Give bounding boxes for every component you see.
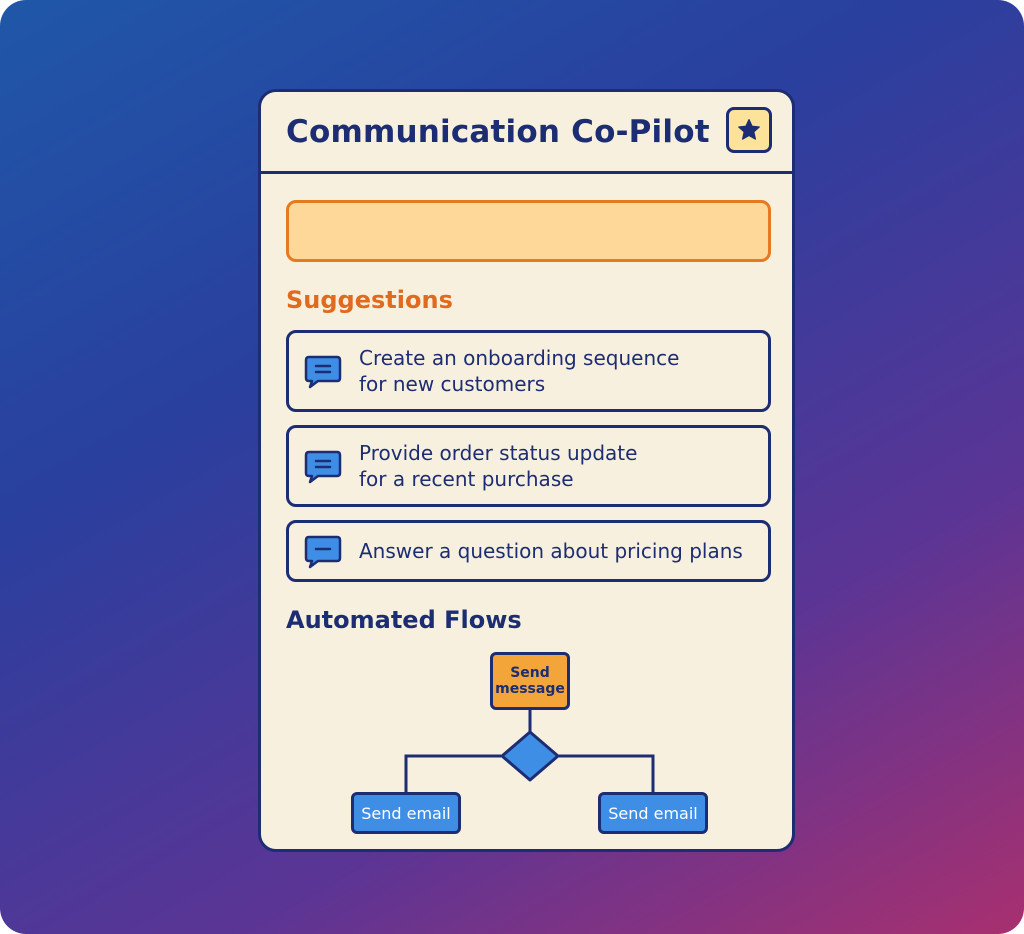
- suggestion-order-status[interactable]: Provide order status update for a recent…: [286, 425, 771, 507]
- prompt-input[interactable]: [286, 200, 771, 262]
- panel-header: Communication Co-Pilot: [261, 92, 792, 174]
- app-title: Communication Co-Pilot: [286, 114, 710, 150]
- suggestion-label: Create an onboarding sequence for new cu…: [359, 346, 680, 396]
- favorite-button[interactable]: [726, 107, 772, 153]
- flow-node-send-email-right[interactable]: Send email: [598, 792, 708, 834]
- suggestion-pricing[interactable]: Answer a question about pricing plans: [286, 520, 771, 582]
- suggestion-label: Provide order status update for a recent…: [359, 441, 638, 491]
- flow-node-label: Send message: [495, 665, 565, 697]
- suggestions-heading: Suggestions: [286, 286, 453, 314]
- star-icon: [738, 119, 760, 140]
- flow-connectors: [404, 709, 655, 792]
- copilot-panel: Communication Co-Pilot Suggestions Creat…: [258, 89, 795, 852]
- chat-bubble-icon: [304, 355, 342, 389]
- flow-node-label: Send email: [608, 803, 698, 823]
- flow-node-send-message[interactable]: Send message: [490, 652, 570, 710]
- flow-node-label: Send email: [361, 803, 451, 823]
- suggestion-label: Answer a question about pricing plans: [359, 539, 743, 563]
- decision-diamond: [500, 730, 560, 782]
- suggestion-onboarding[interactable]: Create an onboarding sequence for new cu…: [286, 330, 771, 412]
- automated-flows-heading: Automated Flows: [286, 606, 522, 634]
- chat-bubble-icon: [304, 535, 342, 569]
- flow-node-send-email-left[interactable]: Send email: [351, 792, 461, 834]
- chat-bubble-icon: [304, 450, 342, 484]
